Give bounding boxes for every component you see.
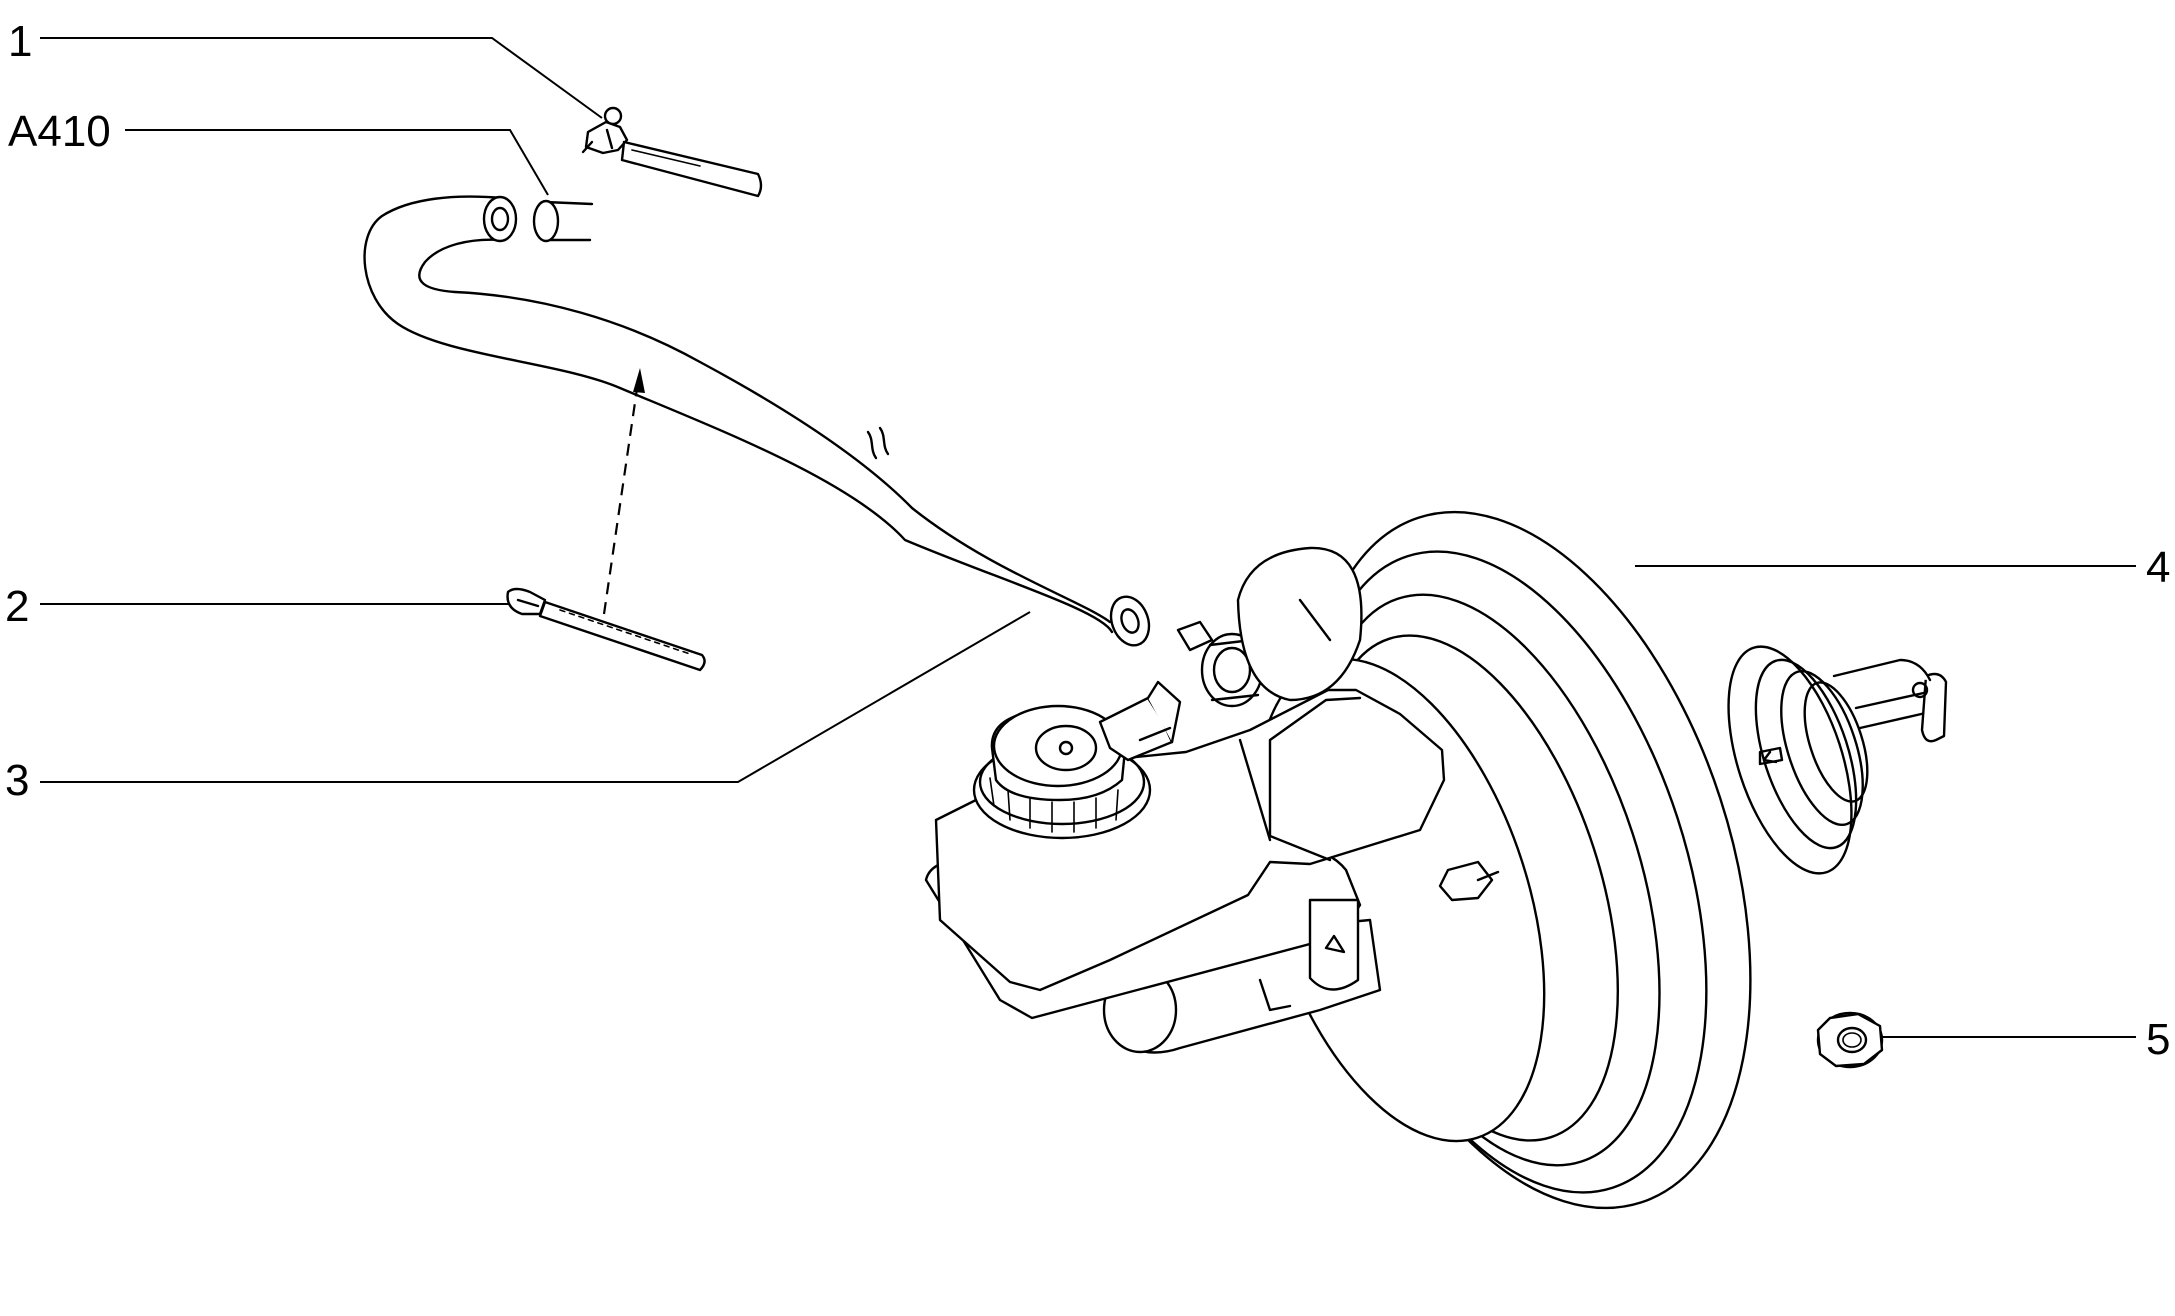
vacuum-hose-part-3 bbox=[363, 195, 1151, 647]
callout-label-1: 1 bbox=[8, 17, 32, 66]
callout-label-2: 2 bbox=[5, 582, 29, 631]
push-rod-clevis bbox=[1832, 658, 1948, 743]
callout-label-4: 4 bbox=[2146, 543, 2170, 592]
brake-fluid-reservoir bbox=[924, 680, 1446, 1020]
hose-fitting-a410 bbox=[532, 199, 594, 243]
callout-label-a410: A410 bbox=[8, 107, 111, 156]
leader-line-1 bbox=[40, 37, 603, 119]
assembly-arrow bbox=[602, 368, 645, 615]
leader-line-a410 bbox=[125, 129, 549, 196]
cable-tie-part-2 bbox=[506, 587, 706, 672]
hose-clip-part-1 bbox=[581, 106, 763, 198]
flange-nut-part-5 bbox=[1816, 1011, 1884, 1069]
push-rod-boot bbox=[1727, 645, 1869, 875]
callout-label-5: 5 bbox=[2146, 1015, 2170, 1064]
leader-line-3 bbox=[40, 611, 1031, 783]
callout-label-3: 3 bbox=[5, 756, 29, 805]
